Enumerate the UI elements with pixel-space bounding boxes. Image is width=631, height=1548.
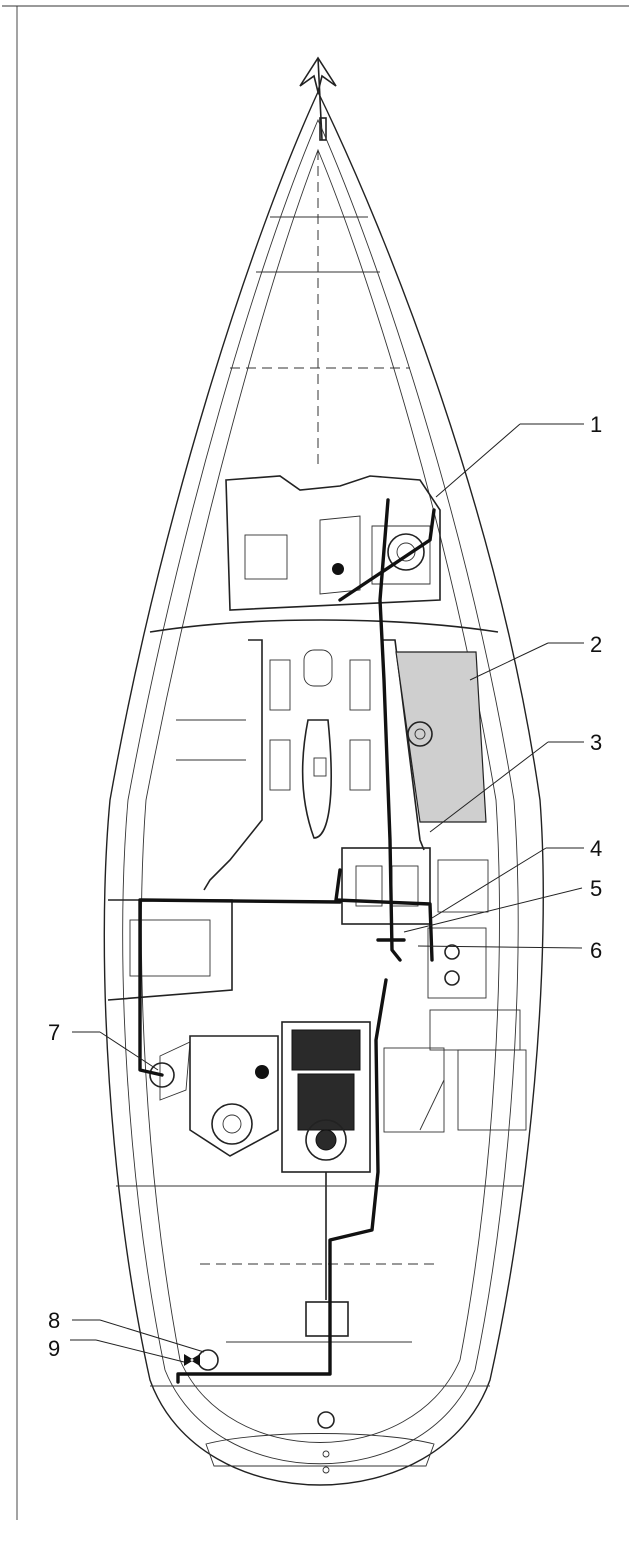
aft-toilet (211, 1103, 253, 1145)
callout-8: 8 (48, 1308, 60, 1333)
forward-cabin (225, 475, 441, 611)
aft-basin (149, 1062, 175, 1088)
hull-outline (103, 90, 544, 1486)
valve (184, 1354, 200, 1366)
callout-5: 5 (590, 876, 602, 901)
transom-fitting (317, 1411, 335, 1429)
bow-fitting (299, 56, 337, 141)
stove (427, 927, 487, 999)
water-tank (395, 651, 487, 823)
callout-6: 6 (590, 938, 602, 963)
callout-9: 9 (48, 1336, 60, 1361)
forward-toilet (387, 533, 425, 571)
callout-4: 4 (590, 836, 602, 861)
forward-pump (332, 563, 344, 575)
leader-lines (70, 423, 584, 1363)
mast-step (303, 649, 333, 687)
swim-platform (205, 1433, 435, 1467)
galley-sink (355, 865, 383, 907)
engine (281, 1021, 371, 1300)
water-pipe-run (138, 498, 434, 1384)
main-bulkhead (149, 619, 499, 633)
callout-3: 3 (590, 730, 602, 755)
callout-7: 7 (48, 1020, 60, 1045)
saloon-table (301, 719, 332, 839)
forward-pipe (338, 508, 436, 602)
aft-pump (255, 1065, 269, 1079)
callout-1: 1 (590, 412, 602, 437)
galley-sink-2 (391, 865, 419, 907)
deck-filler (197, 1349, 219, 1371)
deck-line (122, 118, 519, 1465)
saloon (176, 639, 425, 891)
steering-pedestal (305, 1301, 349, 1337)
callout-2: 2 (590, 632, 602, 657)
